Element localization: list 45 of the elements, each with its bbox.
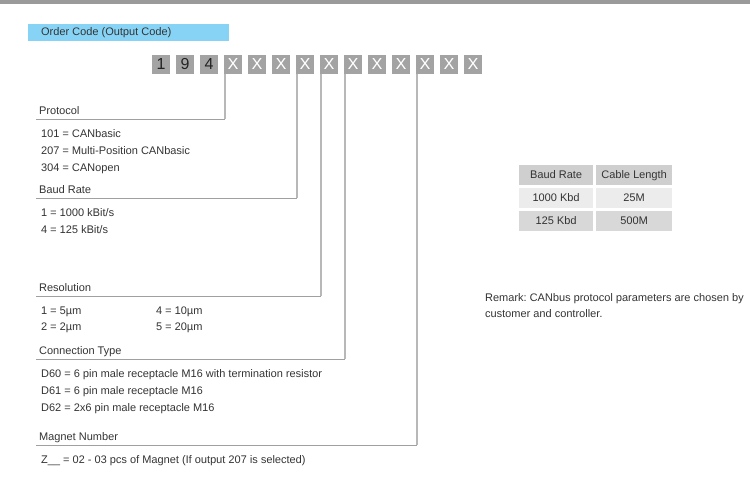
option-text: 101 = CANbasic	[40, 127, 122, 142]
option-text: Z__ = 02 - 03 pcs of Magnet (If output 207 is selected)	[40, 453, 306, 468]
option-text: D60 = 6 pin male receptacle M16 with termination resistor	[40, 367, 323, 382]
option-text: 5 = 20µm	[155, 320, 204, 335]
title-band: Order Code (Output Code)	[28, 24, 229, 41]
section-heading: Magnet Number	[36, 431, 417, 446]
section-heading: Resolution	[36, 282, 321, 297]
option-text: 2 = 2µm	[40, 320, 82, 335]
option-text: D62 = 2x6 pin male receptacle M16	[40, 401, 216, 416]
option-text: D61 = 6 pin male receptacle M16	[40, 384, 204, 399]
leader-line	[416, 74, 418, 445]
table-cell: 500M	[596, 211, 672, 231]
option-text: 4 = 125 kBit/s	[40, 223, 109, 238]
section-heading: Protocol	[36, 105, 225, 120]
table-cell: 1000 Kbd	[519, 188, 593, 208]
leader-line	[344, 74, 346, 359]
code-digit-box: X	[296, 55, 314, 74]
remark-text: Remark: CANbus protocol parameters are chosen by customer and controller.	[485, 291, 745, 322]
code-digit-box: X	[464, 55, 482, 74]
leader-line	[224, 74, 226, 119]
code-digit-box: X	[320, 55, 338, 74]
option-text: 207 = Multi-Position CANbasic	[40, 144, 191, 159]
section-heading: Baud Rate	[36, 184, 297, 199]
option-text: 1 = 5µm	[40, 304, 82, 319]
code-digit-box: X	[224, 55, 242, 74]
code-digit-box: X	[368, 55, 386, 74]
table-cell: 125 Kbd	[519, 211, 593, 231]
table-cell: 25M	[596, 188, 672, 208]
code-digit-box: 1	[152, 55, 170, 74]
option-text: 304 = CANopen	[40, 161, 121, 176]
table-header-cell: Cable Length	[596, 165, 672, 185]
leader-line	[296, 74, 298, 198]
code-digit-box: X	[248, 55, 266, 74]
option-text: 4 = 10µm	[155, 304, 204, 319]
code-digit-box: X	[272, 55, 290, 74]
code-digit-box: X	[440, 55, 458, 74]
code-digit-box: X	[392, 55, 410, 74]
leader-line	[320, 74, 322, 296]
code-digit-box: 4	[200, 55, 218, 74]
table-header-cell: Baud Rate	[519, 165, 593, 185]
code-digit-box: 9	[176, 55, 194, 74]
section-heading: Connection Type	[36, 345, 345, 360]
code-digit-box: X	[416, 55, 434, 74]
option-text: 1 = 1000 kBit/s	[40, 206, 116, 221]
code-digit-box: X	[344, 55, 362, 74]
